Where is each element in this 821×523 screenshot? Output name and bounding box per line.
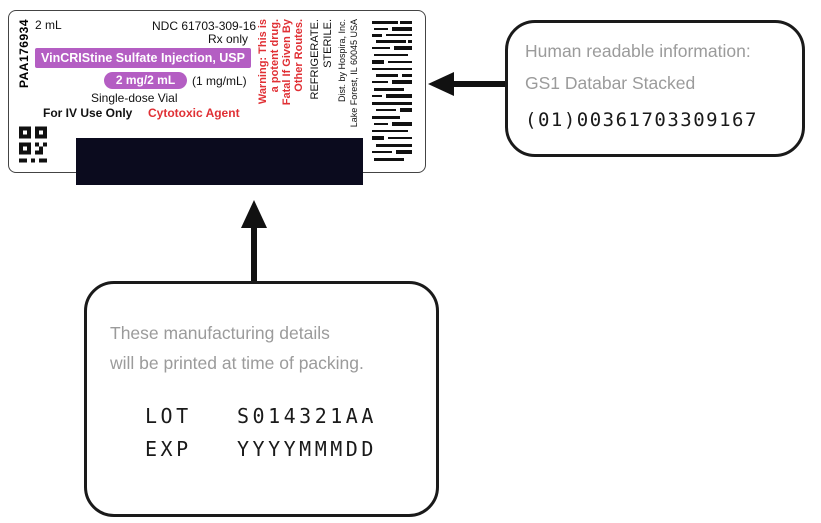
concentration-text: (1 mg/mL)	[192, 74, 247, 88]
exp-label: EXP	[145, 437, 192, 461]
vial-label: PAA176934 2 mL NDC 61703-309-16 Rx only …	[8, 10, 426, 185]
warning-line: Warning: This is	[257, 19, 269, 105]
vial-type-text: Single-dose Vial	[91, 91, 178, 105]
barcode-icon	[372, 21, 412, 161]
redacted-area	[76, 138, 363, 185]
ndc-number: NDC 61703-309-16	[152, 19, 257, 33]
callout-subtitle: GS1 Databar Stacked	[525, 73, 696, 93]
arrow-up-icon	[241, 200, 267, 284]
databar-callout: Human readable information: GS1 Databar …	[505, 20, 805, 157]
exp-value: YYYYMMMDD	[237, 437, 377, 461]
warning-block: Warning: This is a potent drug. Fatal If…	[257, 19, 312, 147]
lot-value: S014321AA	[237, 404, 377, 428]
strength-pill: 2 mg/2 mL	[104, 72, 187, 89]
lot-row: LOT S014321AA	[145, 404, 377, 428]
hazard-text: Cytotoxic Agent	[148, 106, 240, 120]
warning-line: Fatal If Given By	[281, 19, 293, 106]
rx-only-text: Rx only	[208, 32, 249, 46]
gtin-code: (01)00361703309167	[525, 109, 758, 131]
route-text: For IV Use Only	[43, 106, 133, 120]
storage-line: Lake Forest, IL 60045 USA	[349, 19, 359, 128]
manufacturing-callout: These manufacturing details will be prin…	[84, 281, 439, 517]
lot-label: LOT	[145, 404, 192, 428]
storage-line: Dist. by Hospira, Inc.	[337, 19, 347, 103]
storage-line: REFRIGERATE.	[309, 19, 321, 100]
warning-line: a potent drug.	[269, 19, 281, 93]
volume-text: 2 mL	[35, 18, 62, 32]
product-name-banner: VinCRIStine Sulfate Injection, USP	[35, 48, 251, 68]
callout-title: Human readable information:	[525, 41, 751, 61]
lot-code-vertical: PAA176934	[17, 19, 31, 88]
exp-row: EXP YYYYMMMDD	[145, 437, 377, 461]
qr-code-icon	[19, 126, 47, 163]
arrow-left-icon	[428, 72, 506, 96]
storage-line: STERILE.	[322, 19, 334, 68]
warning-line: Other Routes.	[293, 19, 305, 92]
manufacturing-note-line: will be printed at time of packing.	[110, 353, 364, 373]
manufacturing-note-line: These manufacturing details	[110, 323, 330, 343]
